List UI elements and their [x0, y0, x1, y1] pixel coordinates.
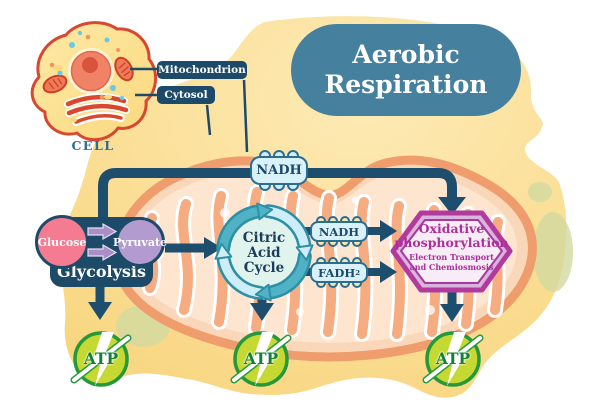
nadh-mid-label: NADH: [318, 224, 360, 239]
atp-label-glycolysis: ATP: [83, 349, 119, 368]
pyruvate-node: Pyruvate: [113, 217, 167, 267]
nadh-badge-mid: NADH: [310, 216, 368, 247]
glucose-node: Glucose: [35, 215, 89, 269]
cell-caption: CELL: [71, 138, 115, 153]
mitochondrion-label: Mitochondrion: [157, 61, 247, 79]
atp-label-oxphos: ATP: [435, 349, 471, 368]
endoplasmic-reticulum: [64, 93, 130, 126]
title-banner: Aerobic Respiration: [291, 24, 521, 116]
cell-mitochondrion-right: [114, 56, 134, 82]
atp-icon-glycolysis: [70, 331, 132, 387]
lightning-bolt-icon: [444, 332, 467, 386]
conversion-arrows-icon: [87, 222, 118, 262]
fadh2-subscript: 2: [355, 268, 361, 277]
glycolysis-label: Glycolysis: [57, 262, 146, 281]
title-line2: Respiration: [324, 70, 488, 99]
title-line1: Aerobic: [352, 39, 460, 69]
cell-mitochondrion-left: [42, 74, 68, 94]
citric-cycle-ring: [214, 202, 314, 302]
fadh2-label: FADH: [317, 265, 356, 280]
citric-cycle-label: Citric Acid Cycle: [242, 230, 286, 277]
atp-icon-cycle: [230, 331, 292, 387]
callout-lines: [130, 67, 249, 153]
nadh-top-label: NADH: [256, 163, 302, 178]
cytosol-label: Cytosol: [157, 86, 215, 104]
atp-label-cycle: ATP: [243, 349, 279, 368]
nadh-badge-top: NADH: [250, 150, 308, 191]
oxphos-hexagon: [390, 210, 513, 293]
arrowhead-to-oxphos: [438, 197, 466, 215]
lightning-bolt-icon: [92, 332, 115, 386]
lightning-bolt-icon: [252, 332, 275, 386]
atp-icon-oxphos: [422, 331, 484, 387]
nucleolus: [82, 57, 98, 73]
oxphos-label: Oxidative phosphorylation Electron Trans…: [394, 221, 509, 272]
cytoplasm-dots: [49, 30, 125, 123]
cell-illustration: [30, 21, 158, 142]
